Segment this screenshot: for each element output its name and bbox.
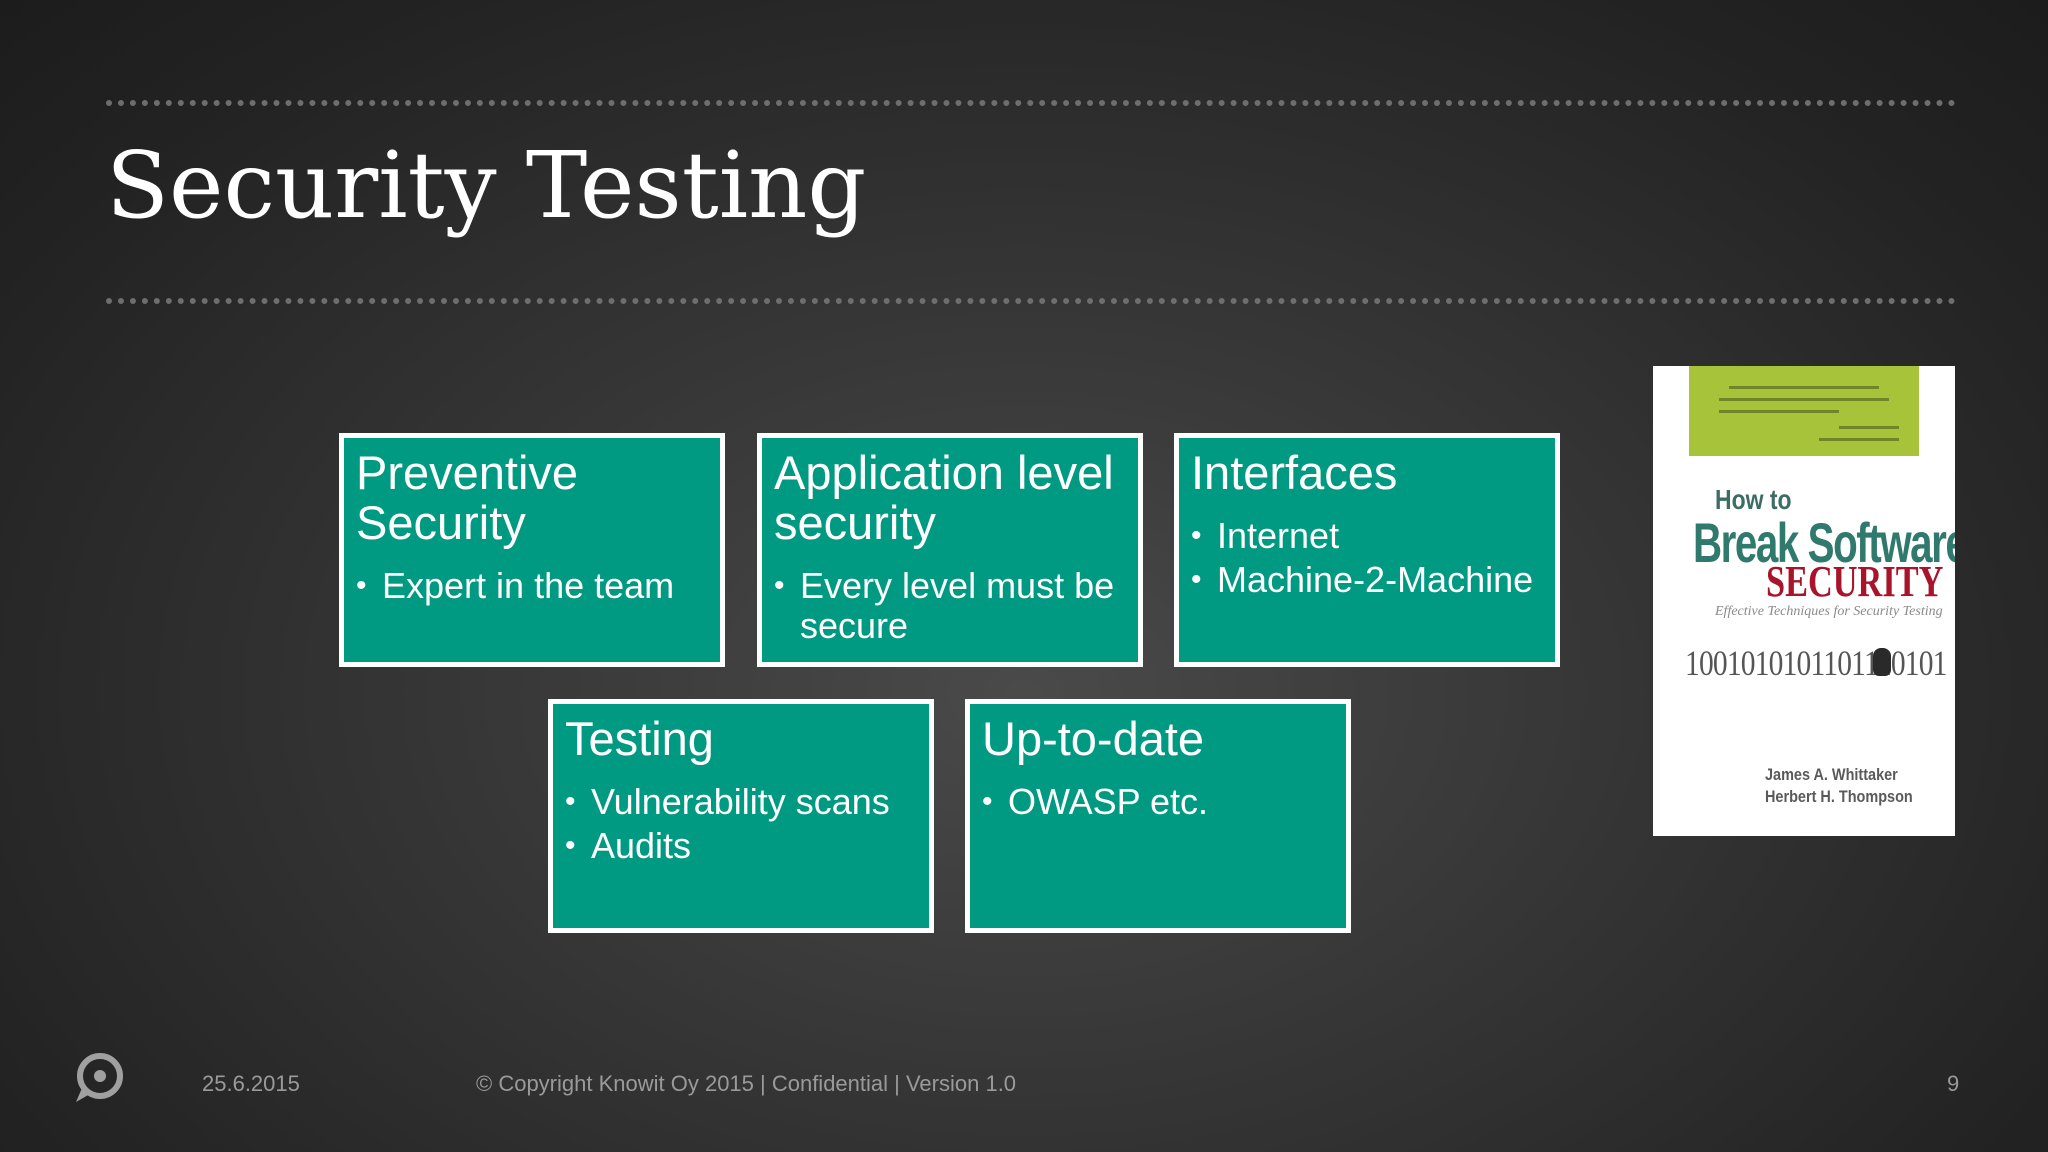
card-testing: Testing Vulnerability scans Audits [548, 699, 934, 933]
card-bullet: Audits [565, 826, 921, 867]
card-interfaces: Interfaces Internet Machine-2-Machine [1174, 433, 1560, 667]
book-title-line3: SECURITY [1766, 557, 1944, 606]
card-heading: Testing [565, 712, 714, 765]
card-heading: Application level security [774, 446, 1114, 549]
card-bullet: Machine-2-Machine [1191, 560, 1547, 601]
book-authors: James A. Whittaker Herbert H. Thompson [1765, 764, 1913, 808]
title-top-divider [106, 100, 1956, 106]
card-bullet: Internet [1191, 516, 1547, 557]
card-application-level-security: Application level security Every level m… [757, 433, 1143, 667]
card-bullet: OWASP etc. [982, 782, 1338, 823]
card-bullet-list: Every level must be secure [774, 566, 1130, 650]
book-cover-image: How to Break Software SECURITY Effective… [1653, 366, 1955, 836]
book-author: James A. Whittaker [1765, 765, 1898, 784]
card-heading: Up-to-date [982, 712, 1205, 765]
card-bullet: Vulnerability scans [565, 782, 921, 823]
book-subtitle: Effective Techniques for Security Testin… [1715, 604, 1943, 619]
card-up-to-date: Up-to-date OWASP etc. [965, 699, 1351, 933]
book-title-line1: How to [1715, 484, 1792, 515]
book-binary-string: 1001010101101110101 [1685, 643, 1947, 683]
card-bullet: Expert in the team [356, 566, 712, 607]
card-bullet-list: Internet Machine-2-Machine [1191, 516, 1547, 604]
card-bullet-list: OWASP etc. [982, 782, 1338, 826]
page-number: 9 [1947, 1071, 1960, 1096]
footer-copyright: © Copyright Knowit Oy 2015 | Confidentia… [476, 1071, 1017, 1096]
card-bullet-list: Expert in the team [356, 566, 712, 610]
slide-title: Security Testing [106, 132, 867, 239]
card-preventive-security: Preventive Security Expert in the team [339, 433, 725, 667]
book-author: Herbert H. Thompson [1765, 787, 1913, 806]
footer-date: 25.6.2015 [202, 1071, 300, 1096]
card-bullet-list: Vulnerability scans Audits [565, 782, 921, 870]
book-cover-quote-band [1689, 366, 1919, 456]
card-heading: Preventive Security [356, 446, 579, 549]
book-title-line2: Break Software [1693, 511, 1955, 574]
book-hacker-silhouette-icon [1873, 648, 1891, 676]
title-bottom-divider [106, 298, 1956, 304]
knowit-logo-icon [76, 1053, 123, 1102]
card-bullet: Every level must be secure [774, 566, 1130, 646]
card-heading: Interfaces [1191, 446, 1398, 499]
